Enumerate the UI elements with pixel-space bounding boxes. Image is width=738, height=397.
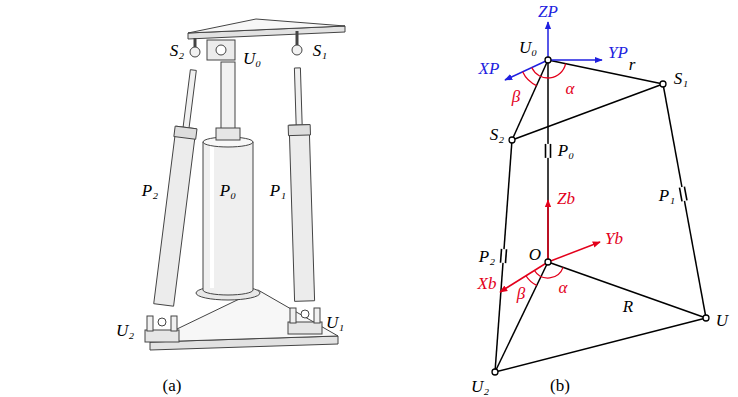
zp-axis	[547, 22, 549, 60]
beta-arc	[523, 72, 537, 86]
joint-point	[660, 81, 666, 87]
actuator-label: P₁	[270, 182, 286, 199]
joint-point	[703, 315, 709, 321]
yp-axis	[548, 59, 602, 61]
platform-top	[188, 19, 345, 33]
axis-label: Zb	[557, 190, 575, 207]
p1-prismatic-bar	[679, 188, 682, 202]
dimension-label: R	[623, 298, 633, 315]
u1-joint-base	[288, 322, 322, 334]
column-rod	[221, 62, 235, 132]
p0-link	[547, 60, 549, 262]
joint-label: U	[716, 312, 728, 329]
joint-label: S₂	[490, 126, 504, 143]
s1-stem	[296, 31, 299, 45]
beta-arc	[526, 276, 537, 286]
p2-link	[495, 140, 512, 372]
p2-prismatic-bar	[505, 249, 506, 263]
actuator-label: P₂	[479, 248, 495, 265]
angle-label: β	[512, 88, 520, 105]
joint-label: S₁	[674, 70, 688, 87]
joint-label: U₂	[116, 322, 134, 339]
u0-joint-pin	[216, 45, 226, 55]
base-edge	[495, 318, 706, 372]
angle-label: α	[566, 80, 575, 97]
u2-joint-pin	[158, 318, 166, 326]
s2-ball	[190, 47, 200, 57]
u1-joint-fork-right	[314, 308, 320, 323]
joint-label: U₁	[326, 314, 344, 331]
mechanism-schematic	[492, 22, 709, 375]
mechanism-3d-view	[145, 19, 345, 350]
yb-axis	[548, 242, 600, 262]
zb-axis	[547, 200, 549, 262]
p2-prismatic-gap	[503, 249, 504, 263]
joint-label: U₀	[243, 50, 261, 67]
p0-prismatic-gap	[547, 144, 550, 158]
dimension-label: r	[629, 56, 636, 73]
u2-joint-fork-right	[171, 316, 177, 331]
u1-joint-pin	[301, 310, 309, 318]
p1-leg-cylinder	[289, 125, 314, 302]
u2-joint-base	[145, 330, 179, 342]
alpha-arc	[534, 267, 563, 278]
u0-joint-block	[207, 40, 235, 60]
angle-label: α	[559, 279, 568, 296]
p0-prismatic-bar	[545, 144, 547, 158]
joint-label: S₁	[313, 42, 327, 59]
joint-point	[509, 137, 515, 143]
joint-point	[545, 57, 551, 63]
column-collar	[216, 128, 240, 140]
origin-label: O	[529, 246, 541, 263]
platform-edge	[512, 84, 663, 140]
joint-point	[545, 259, 551, 265]
s2-stem	[194, 38, 197, 47]
joint-point	[492, 369, 498, 375]
s1-ball	[292, 45, 302, 55]
joint-label: U₀	[519, 39, 537, 56]
p0-prismatic-bar	[550, 144, 552, 158]
platform-edge	[548, 60, 663, 84]
p1-leg-cap	[288, 125, 310, 136]
axis-label: YP	[608, 44, 628, 61]
axis-label: Xb	[478, 275, 497, 292]
p2-leg-cylinder	[154, 126, 196, 306]
subfigure-label: (b)	[550, 377, 570, 394]
u1-joint-fork-left	[290, 308, 296, 323]
p1-leg-rod	[294, 68, 302, 133]
subfigure-label: (a)	[163, 377, 182, 394]
column-cylinder	[203, 142, 253, 295]
axis-label: ZP	[538, 3, 558, 20]
axis-label: Yb	[605, 230, 623, 247]
column-highlight	[210, 146, 214, 288]
alpha-arc	[532, 64, 566, 78]
joint-label: U₂	[471, 378, 489, 395]
actuator-label: P₀	[220, 182, 236, 199]
joint-label: S₂	[170, 42, 184, 59]
p2-leg-cap	[174, 126, 197, 139]
axis-label: XP	[479, 60, 500, 77]
p2-prismatic-bar	[500, 249, 501, 263]
p2-leg-rod	[182, 70, 196, 136]
actuator-label: P₂	[142, 182, 158, 199]
base-edge	[495, 262, 548, 372]
u2-joint-fork-left	[147, 316, 153, 331]
p1-prismatic-bar	[684, 187, 687, 201]
actuator-label: P₀	[558, 142, 574, 159]
angle-label: β	[517, 285, 525, 302]
actuator-label: P₁	[659, 187, 675, 204]
base-edge	[548, 262, 706, 318]
